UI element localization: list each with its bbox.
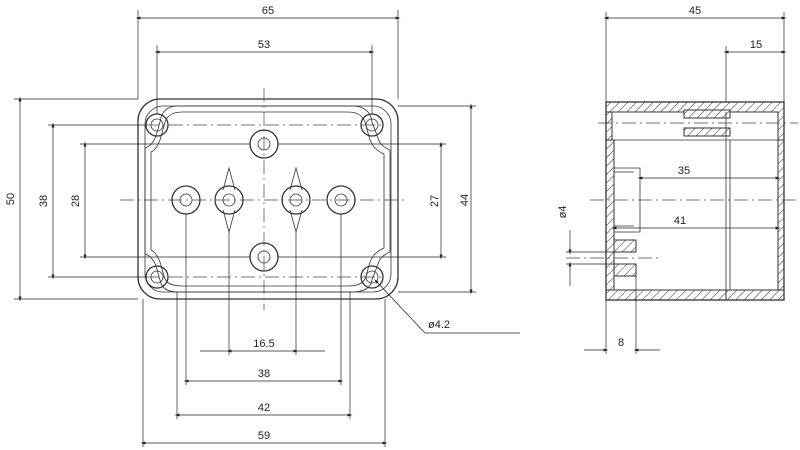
dim-height-gland: 28 (70, 195, 82, 207)
side-bottom-wall (605, 289, 729, 301)
front-outer-box (137, 98, 399, 300)
side-view: 45 15 35 41 ø4 8 (557, 5, 798, 354)
dim-height-overall: 50 (5, 193, 17, 205)
dim-bottom-hole-spacing: 16.5 (253, 338, 274, 350)
dim-base-thickness: 8 (618, 337, 624, 349)
dim-hole-diameter: ø4.2 (428, 319, 450, 331)
dim-bottom-38: 38 (258, 368, 270, 380)
dim-hole-spacing: 53 (258, 39, 270, 51)
dim-width-overall: 65 (262, 5, 274, 17)
dim-inner-35: 35 (678, 165, 690, 177)
dim-bottom-42: 42 (258, 402, 270, 414)
dim-inner-41: 41 (674, 215, 686, 227)
dim-height-inner: 38 (38, 195, 50, 207)
dim-screw-diameter: ø4 (557, 206, 569, 219)
dim-bottom-overall: 59 (258, 430, 270, 442)
dim-height-right-overall: 44 (459, 194, 471, 206)
dim-depth-overall: 45 (689, 5, 701, 17)
dim-height-right-inner: 27 (429, 195, 441, 207)
dim-lid-depth: 15 (750, 39, 762, 51)
front-view: 65 53 50 38 28 27 44 16.5 38 42 59 ø4.2 (5, 5, 520, 447)
side-left-wall (605, 139, 615, 291)
front-inner-lid (144, 105, 391, 293)
